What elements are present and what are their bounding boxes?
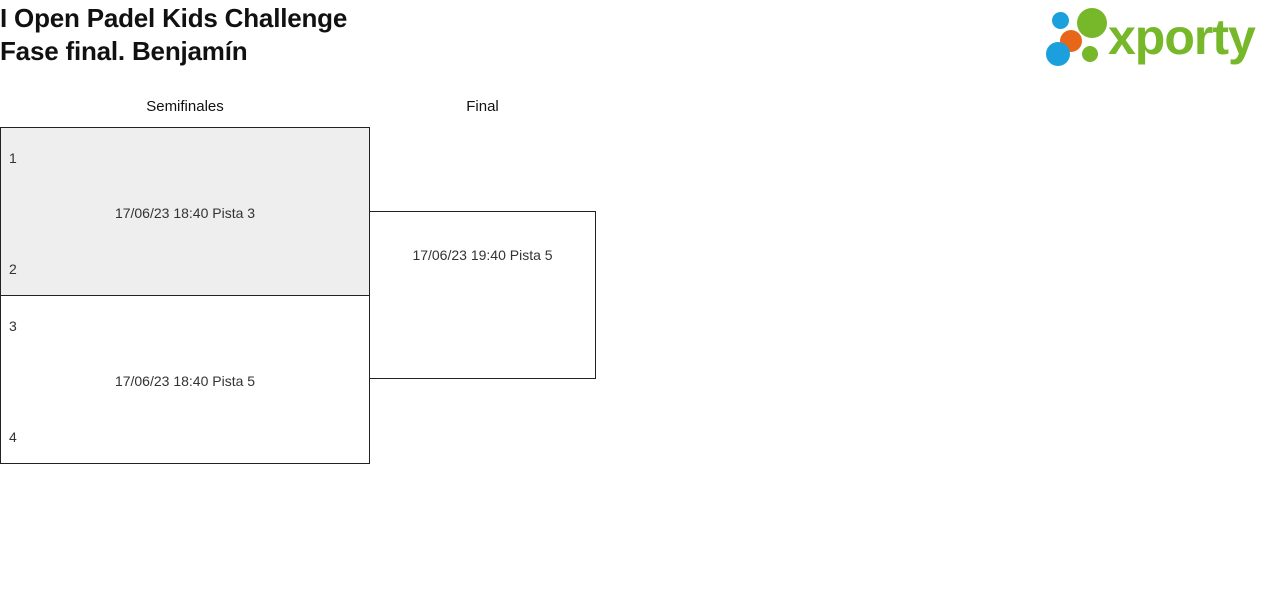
match-info: 17/06/23 19:40 Pista 5 [412, 247, 553, 263]
seed-top: 1 [9, 150, 17, 166]
round-header-semifinales: Semifinales [146, 98, 224, 115]
logo-dots-icon [1046, 6, 1118, 68]
round-header-final: Final [466, 98, 499, 115]
tournament-phase: Fase final. Benjamín [0, 36, 248, 66]
logo-dot-green-small-icon [1082, 46, 1098, 62]
match-semifinal-2[interactable]: 3 17/06/23 18:40 Pista 5 4 [0, 295, 370, 464]
match-info: 17/06/23 18:40 Pista 3 [114, 205, 256, 221]
match-info: 17/06/23 18:40 Pista 5 [114, 373, 256, 389]
logo-dot-blue-small-icon [1052, 12, 1069, 29]
match-semifinal-1[interactable]: 1 17/06/23 18:40 Pista 3 2 [0, 127, 370, 296]
page-header: I Open Padel Kids Challenge Fase final. … [0, 0, 1280, 80]
logo-dot-green-large-icon [1077, 8, 1107, 38]
page-title: I Open Padel Kids Challenge Fase final. … [0, 2, 347, 68]
logo-wordmark: xporty [1108, 9, 1256, 65]
match-final[interactable]: 17/06/23 19:40 Pista 5 [369, 211, 596, 379]
seed-top: 3 [9, 318, 17, 334]
xporty-logo[interactable]: xporty [1040, 6, 1272, 68]
seed-bottom: 2 [9, 261, 17, 277]
logo-dot-blue-large-icon [1046, 42, 1070, 66]
tournament-name: I Open Padel Kids Challenge [0, 3, 348, 33]
seed-bottom: 4 [9, 429, 17, 445]
